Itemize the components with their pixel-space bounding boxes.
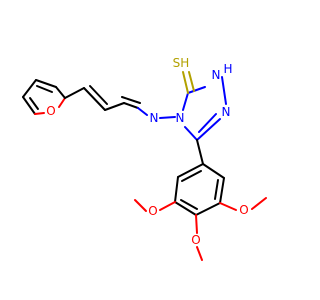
bond-furan-c5-o (34, 112, 45, 115)
methoxy-o-bottom-label: O (191, 233, 200, 247)
bond-ome-left-ch3 (134, 199, 147, 212)
bond-ph-1-2-double (181, 170, 202, 182)
bond-chain-1 (64, 87, 85, 99)
bond-ome-bottom-ch3 (196, 246, 203, 261)
atom-labels: SH N H N N N O O O O (46, 56, 248, 247)
bond-ph-4-5 (195, 202, 221, 216)
bond-ph-3-4 (174, 201, 197, 216)
bonds (22, 71, 267, 261)
bond-n2-c5 (196, 118, 221, 141)
bond-furan-c2-ring (55, 86, 66, 99)
triazole-n2-label: N (222, 105, 231, 119)
bond-n2-c5-double (198, 113, 217, 133)
bond-ome-bottom-o (195, 214, 198, 234)
bond-n-n (159, 116, 176, 119)
bond-ome-left-o (159, 201, 176, 211)
bond-furan-c2-c3 (35, 79, 57, 88)
triazole-nh-label: N (212, 68, 221, 82)
bond-chain-2 (83, 87, 106, 111)
bond-c3-n1h (187, 86, 206, 94)
bond-chain-3 (104, 102, 125, 111)
methoxy-o-left-label: O (148, 204, 157, 218)
triazole-n4-label: N (176, 111, 185, 125)
molecule-diagram: SH N H N N N O O O O (22, 56, 267, 261)
bond-c-s-double (188, 71, 195, 92)
imine-n-label: N (150, 111, 159, 125)
sulfur-h-label: SH (173, 56, 190, 70)
triazole-nh-h-label: H (223, 62, 232, 76)
bond-c5-n4 (184, 126, 198, 141)
bond-chain-4 (123, 102, 139, 109)
bond-ph-5-6-double (214, 179, 219, 200)
bond-chain-4-double (121, 96, 141, 104)
bond-ome-right-o (219, 202, 237, 211)
bond-furan-o-c2 (58, 97, 66, 108)
methoxy-o-right-label: O (239, 203, 248, 217)
bond-chain-2-double (89, 85, 108, 105)
bond-n4-c3 (182, 92, 189, 111)
bond-n1h-n2 (221, 76, 227, 105)
bond-c-s (182, 71, 189, 94)
bond-furan-c4-c5 (22, 96, 36, 115)
bond-ph-5-6 (219, 177, 225, 204)
bond-ome-right-ch3 (251, 197, 267, 210)
bond-furan-c2-c3-double (36, 85, 53, 93)
bond-triazole-phenyl (196, 139, 204, 165)
bond-chain-imine (137, 107, 148, 116)
furan-o-label: O (46, 104, 55, 118)
bond-ph-1-2 (177, 163, 204, 178)
bond-ph-3-4-double (180, 199, 198, 210)
bond-furan-c4-c5-double (29, 97, 39, 110)
bond-ph-2-3 (174, 176, 179, 203)
bond-furan-c3-c4 (22, 79, 37, 98)
bond-ph-6-1 (202, 163, 225, 179)
